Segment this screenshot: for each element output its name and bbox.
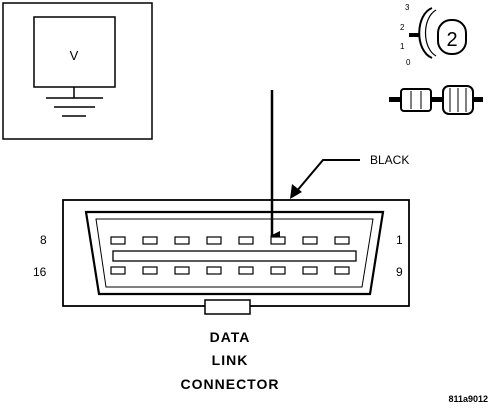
pin-3 xyxy=(270,236,286,245)
pin-7 xyxy=(142,236,158,245)
voltmeter-panel: V xyxy=(2,2,153,140)
data-link-connector: 8 1 16 9 xyxy=(33,199,410,315)
ignition-key-icon: 3 2 1 0 2 xyxy=(400,3,467,67)
pin-11 xyxy=(270,266,286,275)
ignition-position-0: 0 xyxy=(406,58,411,67)
pin-label-top-left: 8 xyxy=(40,233,47,247)
connector-latch xyxy=(204,299,251,315)
pin-10 xyxy=(302,266,318,275)
connector-plug-icon xyxy=(389,85,483,115)
figure-id: 811a9012 xyxy=(448,394,488,404)
pin-16 xyxy=(110,266,126,275)
pin-label-top-right: 1 xyxy=(396,233,403,247)
pin-label-bottom-left: 16 xyxy=(33,265,47,279)
black-wire-callout: BLACK xyxy=(290,153,409,199)
pin-9 xyxy=(334,266,350,275)
pin-5 xyxy=(206,236,222,245)
pin-13 xyxy=(206,266,222,275)
connector-title-line-1: DATA xyxy=(210,329,251,345)
ignition-position-1: 1 xyxy=(400,42,405,51)
pin-8 xyxy=(110,236,126,245)
pin-12 xyxy=(238,266,254,275)
pin-1 xyxy=(334,236,350,245)
voltmeter-symbol: V xyxy=(70,48,79,63)
pin-15 xyxy=(142,266,158,275)
connector-title-line-3: CONNECTOR xyxy=(181,376,280,392)
ignition-key-position: 2 xyxy=(446,29,457,51)
pin-2 xyxy=(302,236,318,245)
pin-6 xyxy=(174,236,190,245)
connector-title-line-2: LINK xyxy=(212,352,249,368)
callout-label: BLACK xyxy=(370,153,409,167)
pin-14 xyxy=(174,266,190,275)
pin-label-bottom-right: 9 xyxy=(396,265,403,279)
top-pin-row xyxy=(110,236,350,245)
ignition-position-3: 3 xyxy=(405,3,410,12)
ground-icon xyxy=(46,97,103,117)
bottom-pin-row xyxy=(110,266,350,275)
pin-4 xyxy=(238,236,254,245)
ignition-position-2: 2 xyxy=(400,23,405,32)
